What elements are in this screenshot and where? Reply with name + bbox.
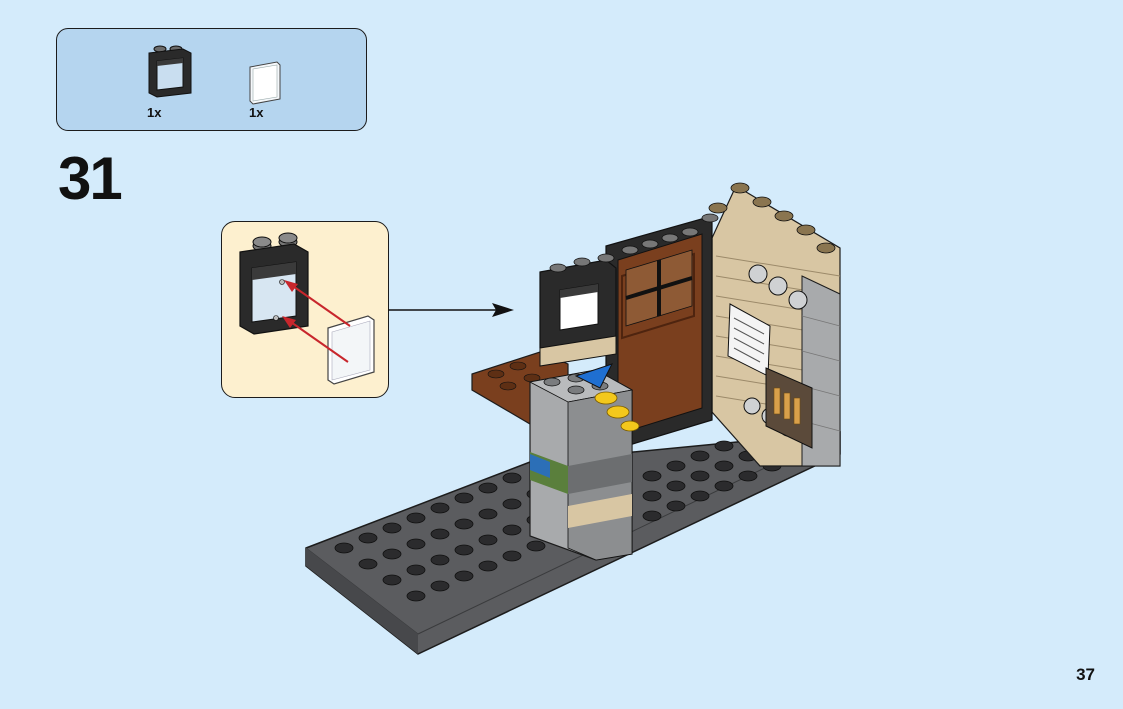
- blue-accessory: [574, 363, 613, 389]
- placement-arrow: [388, 303, 514, 317]
- step-number: 31: [58, 145, 123, 212]
- parts-item-window-frame: 1x: [145, 43, 195, 120]
- window-frame-icon: [148, 45, 192, 98]
- window-glass-icon: [249, 61, 281, 105]
- parts-item-quantity: 1x: [249, 105, 264, 120]
- window-assembly-illustration: [239, 232, 375, 385]
- parts-item-quantity: 1x: [147, 105, 162, 120]
- sub-assembly-callout: [221, 221, 389, 398]
- parts-item-window-glass: 1x: [247, 59, 283, 120]
- model-illustration: [305, 182, 841, 655]
- parts-list-box: 1x 1x: [56, 28, 367, 131]
- yellow-accessory: [594, 391, 640, 432]
- page-number: 37: [1076, 665, 1095, 684]
